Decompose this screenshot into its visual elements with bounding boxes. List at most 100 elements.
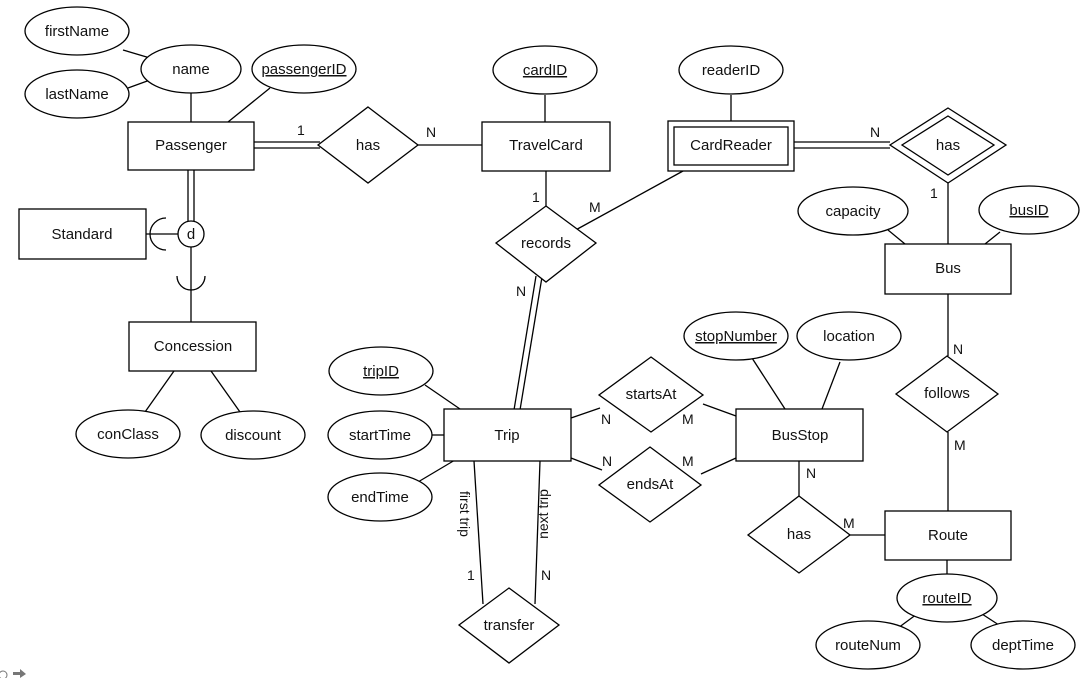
- entity-trip-label: Trip: [494, 427, 519, 444]
- card-transfer-next: N: [541, 567, 551, 583]
- line-trip-transfer-first: [473, 460, 484, 605]
- entity-standard[interactable]: Standard: [18, 208, 147, 260]
- relationship-startsat[interactable]: startsAt: [597, 356, 705, 433]
- attribute-firstname-label: firstName: [45, 23, 109, 40]
- line-stopnumber-busstop: [751, 357, 786, 410]
- entity-concession-label: Concession: [154, 338, 232, 355]
- attribute-routeid-label: routeID: [922, 590, 971, 607]
- attribute-capacity-label: capacity: [825, 203, 881, 220]
- entity-route-label: Route: [928, 527, 968, 544]
- line-concession-discount: [210, 370, 241, 413]
- cursor-arrow-icon: [0, 669, 26, 678]
- card-bus-has-cardreader: N: [870, 124, 880, 140]
- card-endsat-busstop: M: [682, 453, 694, 469]
- relationship-follows-label: follows: [924, 385, 970, 402]
- line-records-trip-a: [513, 275, 537, 411]
- line-busid-bus: [984, 231, 1001, 245]
- relationship-transfer[interactable]: transfer: [457, 587, 561, 664]
- attribute-stopnumber[interactable]: stopNumber: [683, 311, 789, 361]
- attribute-busid[interactable]: busID: [978, 185, 1080, 235]
- card-passenger-has-passenger: 1: [297, 122, 305, 138]
- attribute-discount-label: discount: [225, 427, 282, 444]
- relationship-bus-has-label: has: [936, 137, 960, 154]
- card-transfer-first: 1: [467, 567, 475, 583]
- attribute-discount[interactable]: discount: [200, 410, 306, 460]
- attribute-passengerid[interactable]: passengerID: [251, 44, 357, 94]
- specialization-symbol: d: [187, 226, 195, 243]
- line-trip-endsat: [570, 457, 603, 471]
- role-first-trip: first trip: [457, 491, 473, 537]
- subset-arc-concession: [176, 275, 206, 291]
- specialization-disjoint[interactable]: d: [177, 220, 205, 248]
- attribute-readerid[interactable]: readerID: [678, 45, 784, 95]
- relationship-records-label: records: [521, 235, 571, 252]
- card-records-travelcard: 1: [532, 189, 540, 205]
- relationship-endsat-label: endsAt: [627, 476, 675, 493]
- entity-travelcard[interactable]: TravelCard: [481, 121, 611, 172]
- attribute-conclass[interactable]: conClass: [75, 409, 181, 459]
- attribute-depttime-label: deptTime: [992, 637, 1054, 654]
- attribute-tripid[interactable]: tripID: [328, 346, 434, 396]
- relationship-records[interactable]: records: [494, 205, 598, 283]
- relationship-endsat[interactable]: endsAt: [597, 446, 703, 523]
- line-trip-transfer-next: [534, 460, 541, 605]
- card-endsat-trip: N: [602, 453, 612, 469]
- entity-cardreader-label: CardReader: [690, 137, 772, 154]
- card-stophas-route: M: [843, 515, 855, 531]
- line-concession-conclass: [144, 370, 175, 413]
- relationship-bus-has[interactable]: has: [888, 107, 1008, 184]
- card-records-cardreader: M: [589, 199, 601, 215]
- card-bus-has-bus: 1: [930, 185, 938, 201]
- line-records-trip-b: [519, 276, 543, 411]
- entity-trip[interactable]: Trip: [443, 408, 572, 462]
- attribute-location[interactable]: location: [796, 311, 902, 361]
- relationship-passenger-has[interactable]: has: [316, 106, 420, 184]
- entity-bus-label: Bus: [935, 260, 961, 277]
- attribute-starttime[interactable]: startTime: [327, 410, 433, 460]
- entity-route[interactable]: Route: [884, 510, 1012, 561]
- relationship-follows[interactable]: follows: [894, 355, 1000, 433]
- attribute-lastname[interactable]: lastName: [24, 69, 130, 119]
- connectors: [122, 49, 1003, 629]
- attribute-capacity[interactable]: capacity: [797, 186, 909, 236]
- entity-cardreader[interactable]: CardReader: [667, 120, 795, 172]
- attribute-routeid[interactable]: routeID: [896, 573, 998, 623]
- card-passenger-has-travelcard: N: [426, 124, 436, 140]
- attribute-depttime[interactable]: deptTime: [970, 620, 1076, 670]
- role-next-trip: next trip: [535, 489, 551, 539]
- line-capacity-bus: [887, 229, 906, 245]
- card-follows-route: M: [954, 437, 966, 453]
- attribute-lastname-label: lastName: [45, 86, 108, 103]
- card-stophas-busstop: N: [806, 465, 816, 481]
- subset-arc-standard: [149, 217, 167, 251]
- line-endtime-trip: [417, 459, 456, 483]
- attribute-endtime[interactable]: endTime: [327, 472, 433, 522]
- entity-busstop[interactable]: BusStop: [735, 408, 864, 462]
- card-records-trip: N: [516, 283, 526, 299]
- line-firstname-name: [122, 49, 151, 59]
- attribute-firstname[interactable]: firstName: [24, 6, 130, 56]
- line-endsat-busstop: [700, 457, 737, 475]
- line-startsat-busstop: [702, 403, 737, 417]
- card-startsat-trip: N: [601, 411, 611, 427]
- entity-concession[interactable]: Concession: [128, 321, 257, 372]
- attribute-name-label: name: [172, 61, 210, 78]
- attribute-routenum[interactable]: routeNum: [815, 620, 921, 670]
- line-lastname-name: [127, 79, 151, 89]
- attribute-busid-label: busID: [1009, 202, 1048, 219]
- entity-passenger-label: Passenger: [155, 137, 227, 154]
- attribute-location-label: location: [823, 328, 875, 345]
- attribute-cardid[interactable]: cardID: [492, 45, 598, 95]
- attribute-endtime-label: endTime: [351, 489, 409, 506]
- line-passengerid-passenger: [227, 87, 271, 123]
- entity-passenger[interactable]: Passenger: [127, 121, 255, 171]
- card-startsat-busstop: M: [682, 411, 694, 427]
- attribute-stopnumber-label: stopNumber: [695, 328, 777, 345]
- attribute-starttime-label: startTime: [349, 427, 411, 444]
- line-trip-startsat: [570, 407, 601, 419]
- attribute-name[interactable]: name: [140, 44, 242, 94]
- entity-bus[interactable]: Bus: [884, 243, 1012, 295]
- line-location-busstop: [821, 361, 841, 410]
- relationship-stop-has[interactable]: has: [746, 495, 852, 574]
